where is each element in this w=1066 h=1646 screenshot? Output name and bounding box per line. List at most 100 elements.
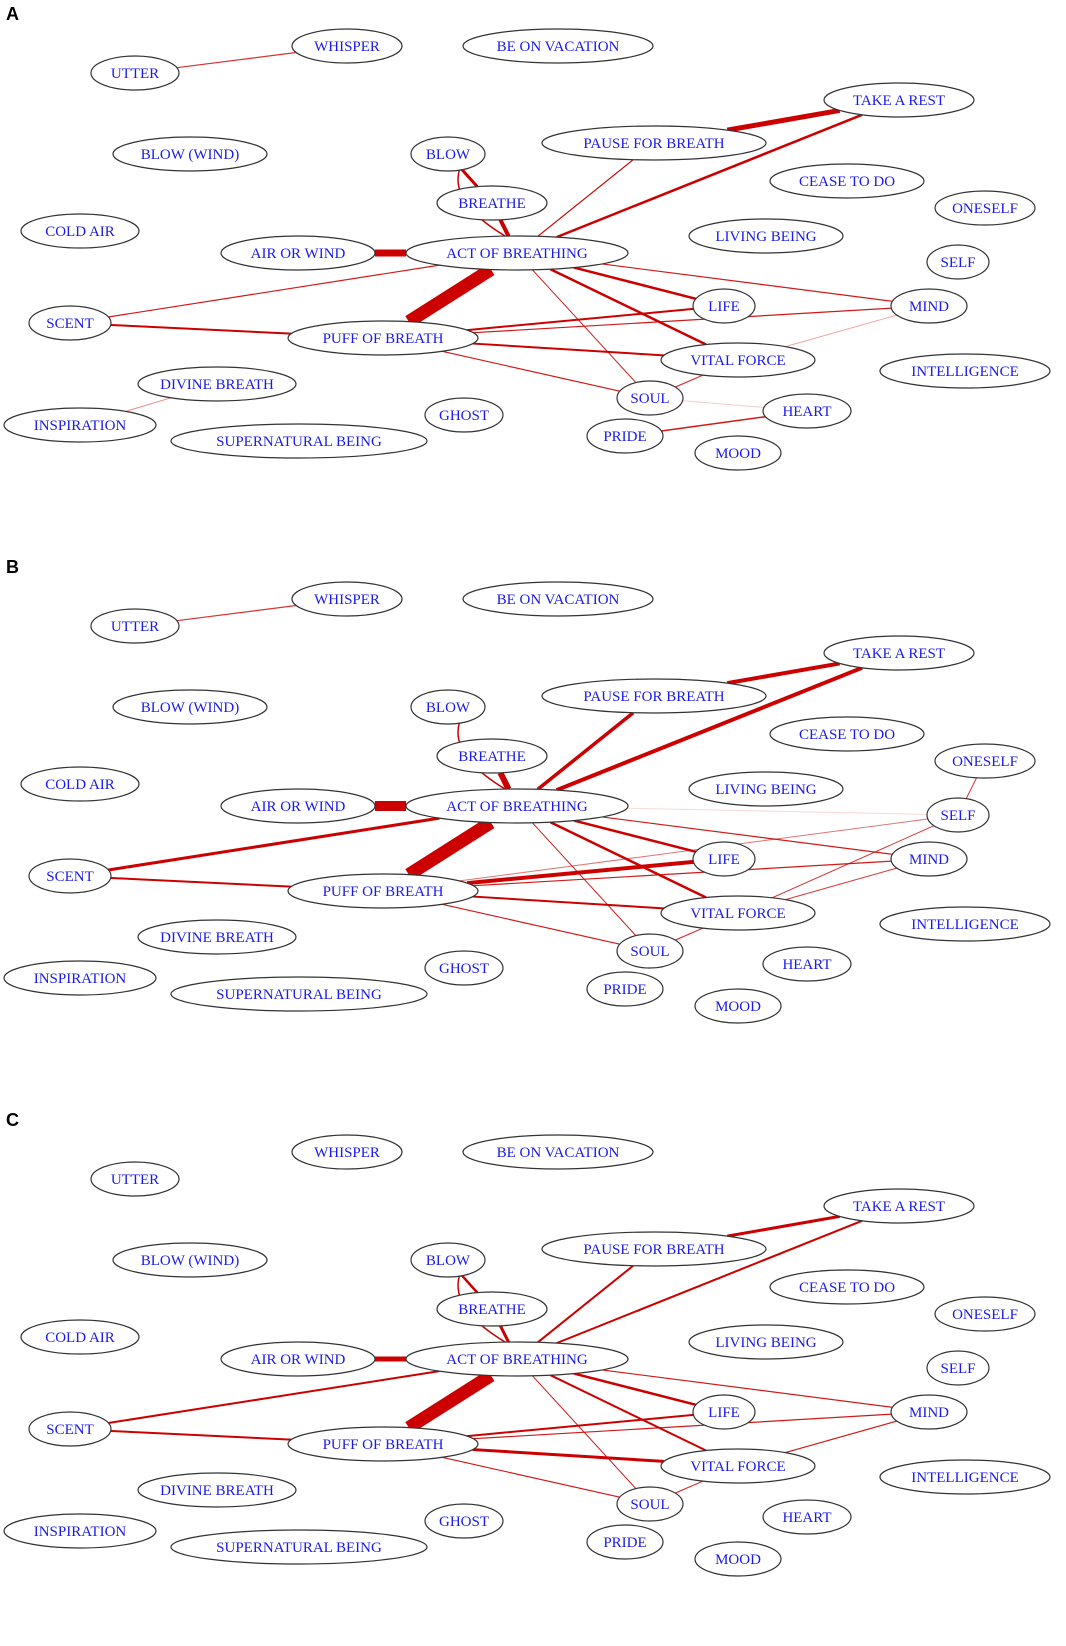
node-take_rest: TAKE A REST [823,1188,975,1224]
node-ellipse [3,407,157,443]
node-ellipse [462,1134,654,1170]
node-ellipse [20,766,140,802]
node-ellipse [170,1529,428,1565]
node-label: ACT OF BREATHING [446,1352,588,1368]
node-pride: PRIDE [586,1524,664,1560]
node-ellipse [660,1448,816,1484]
node-label: INTELLIGENCE [911,364,1018,380]
node-label: HEART [782,404,831,420]
node-ellipse [688,771,844,807]
edge-act-vital [549,268,707,346]
node-label: PUFF OF BREATH [323,884,444,900]
node-ellipse [20,213,140,249]
edge-act-vital [550,1374,707,1452]
node-label: BLOW (WIND) [141,700,239,716]
edge-scent-puff [110,323,292,335]
node-ellipse [692,1394,756,1430]
node-soul: SOUL [616,380,684,416]
node-label: INSPIRATION [34,1524,127,1540]
node-ellipse [28,305,112,341]
node-label: SELF [940,255,975,271]
node-vacation: BE ON VACATION [462,581,654,617]
node-living: LIVING BEING [688,771,844,807]
node-divine: DIVINE BREATH [137,919,297,955]
edge-act-take_rest [556,113,863,239]
node-label: SUPERNATURAL BEING [216,987,382,1003]
node-label: TAKE A REST [853,646,945,662]
edge-puff-soul [442,1456,620,1498]
node-label: PRIDE [603,1535,646,1551]
node-ellipse [692,288,756,324]
node-label: MIND [909,852,949,868]
node-label: PAUSE FOR BREATH [583,1242,724,1258]
node-mood: MOOD [694,435,782,471]
edge-act-scent [108,816,440,872]
node-act: ACT OF BREATHING [405,788,629,824]
node-utter: UTTER [90,55,180,91]
node-intel: INTELLIGENCE [879,906,1051,942]
edge-soul-vital [675,927,704,941]
panel-label: C [6,1110,19,1130]
node-puff: PUFF OF BREATH [287,320,479,356]
node-label: UTTER [111,66,159,82]
node-label: SUPERNATURAL BEING [216,1540,382,1556]
node-cease: CEASE TO DO [769,163,925,199]
node-ellipse [462,28,654,64]
node-ellipse [823,1188,975,1224]
node-label: COLD AIR [45,224,115,240]
node-breathe: BREATHE [436,1291,548,1327]
edge-puff-vital [472,895,664,910]
node-ellipse [410,136,486,172]
edge-breathe-act [498,218,511,237]
node-vacation: BE ON VACATION [462,28,654,64]
node-label: HEART [782,1510,831,1526]
node-ellipse [688,218,844,254]
node-life: LIFE [692,288,756,324]
node-label: BE ON VACATION [497,39,620,55]
node-divine: DIVINE BREATH [137,1472,297,1508]
node-label: CEASE TO DO [799,174,895,190]
node-pause: PAUSE FOR BREATH [541,125,767,161]
node-label: SUPERNATURAL BEING [216,434,382,450]
node-vital: VITAL FORCE [660,1448,816,1484]
edge-soul-vital [675,1480,704,1494]
node-ellipse [823,635,975,671]
node-ellipse [137,1472,297,1508]
node-air_wind: AIR OR WIND [220,235,376,271]
node-whisper: WHISPER [291,1134,403,1170]
node-label: ONESELF [952,201,1018,217]
node-ellipse [436,185,548,221]
node-ellipse [879,353,1051,389]
node-ellipse [769,1269,925,1305]
edge-act-puff [405,1370,495,1434]
node-soul: SOUL [616,933,684,969]
node-breathe: BREATHE [436,738,548,774]
node-cold_air: COLD AIR [20,766,140,802]
node-pause: PAUSE FOR BREATH [541,678,767,714]
edge-pause-take_rest [726,661,841,686]
node-ellipse [20,1319,140,1355]
edge-vital-self [771,825,935,899]
edge-breathe-act [499,1325,510,1343]
node-air_wind: AIR OR WIND [220,1341,376,1377]
node-label: LIVING BEING [715,782,816,798]
node-whisper: WHISPER [291,28,403,64]
edge-blow-breathe [460,168,479,188]
node-utter: UTTER [90,1161,180,1197]
node-act: ACT OF BREATHING [405,235,629,271]
node-ellipse [291,28,403,64]
edge-scent-puff [110,1429,292,1441]
node-blow: BLOW [410,136,486,172]
node-ellipse [287,873,479,909]
node-ellipse [90,55,180,91]
node-ellipse [287,320,479,356]
node-label: BREATHE [458,749,526,765]
edge-act-puff [405,264,495,328]
node-ellipse [405,235,629,271]
node-ellipse [586,418,664,454]
node-label: WHISPER [314,1145,380,1161]
node-scent: SCENT [28,858,112,894]
edge-act-self [627,807,928,815]
node-ellipse [28,1411,112,1447]
